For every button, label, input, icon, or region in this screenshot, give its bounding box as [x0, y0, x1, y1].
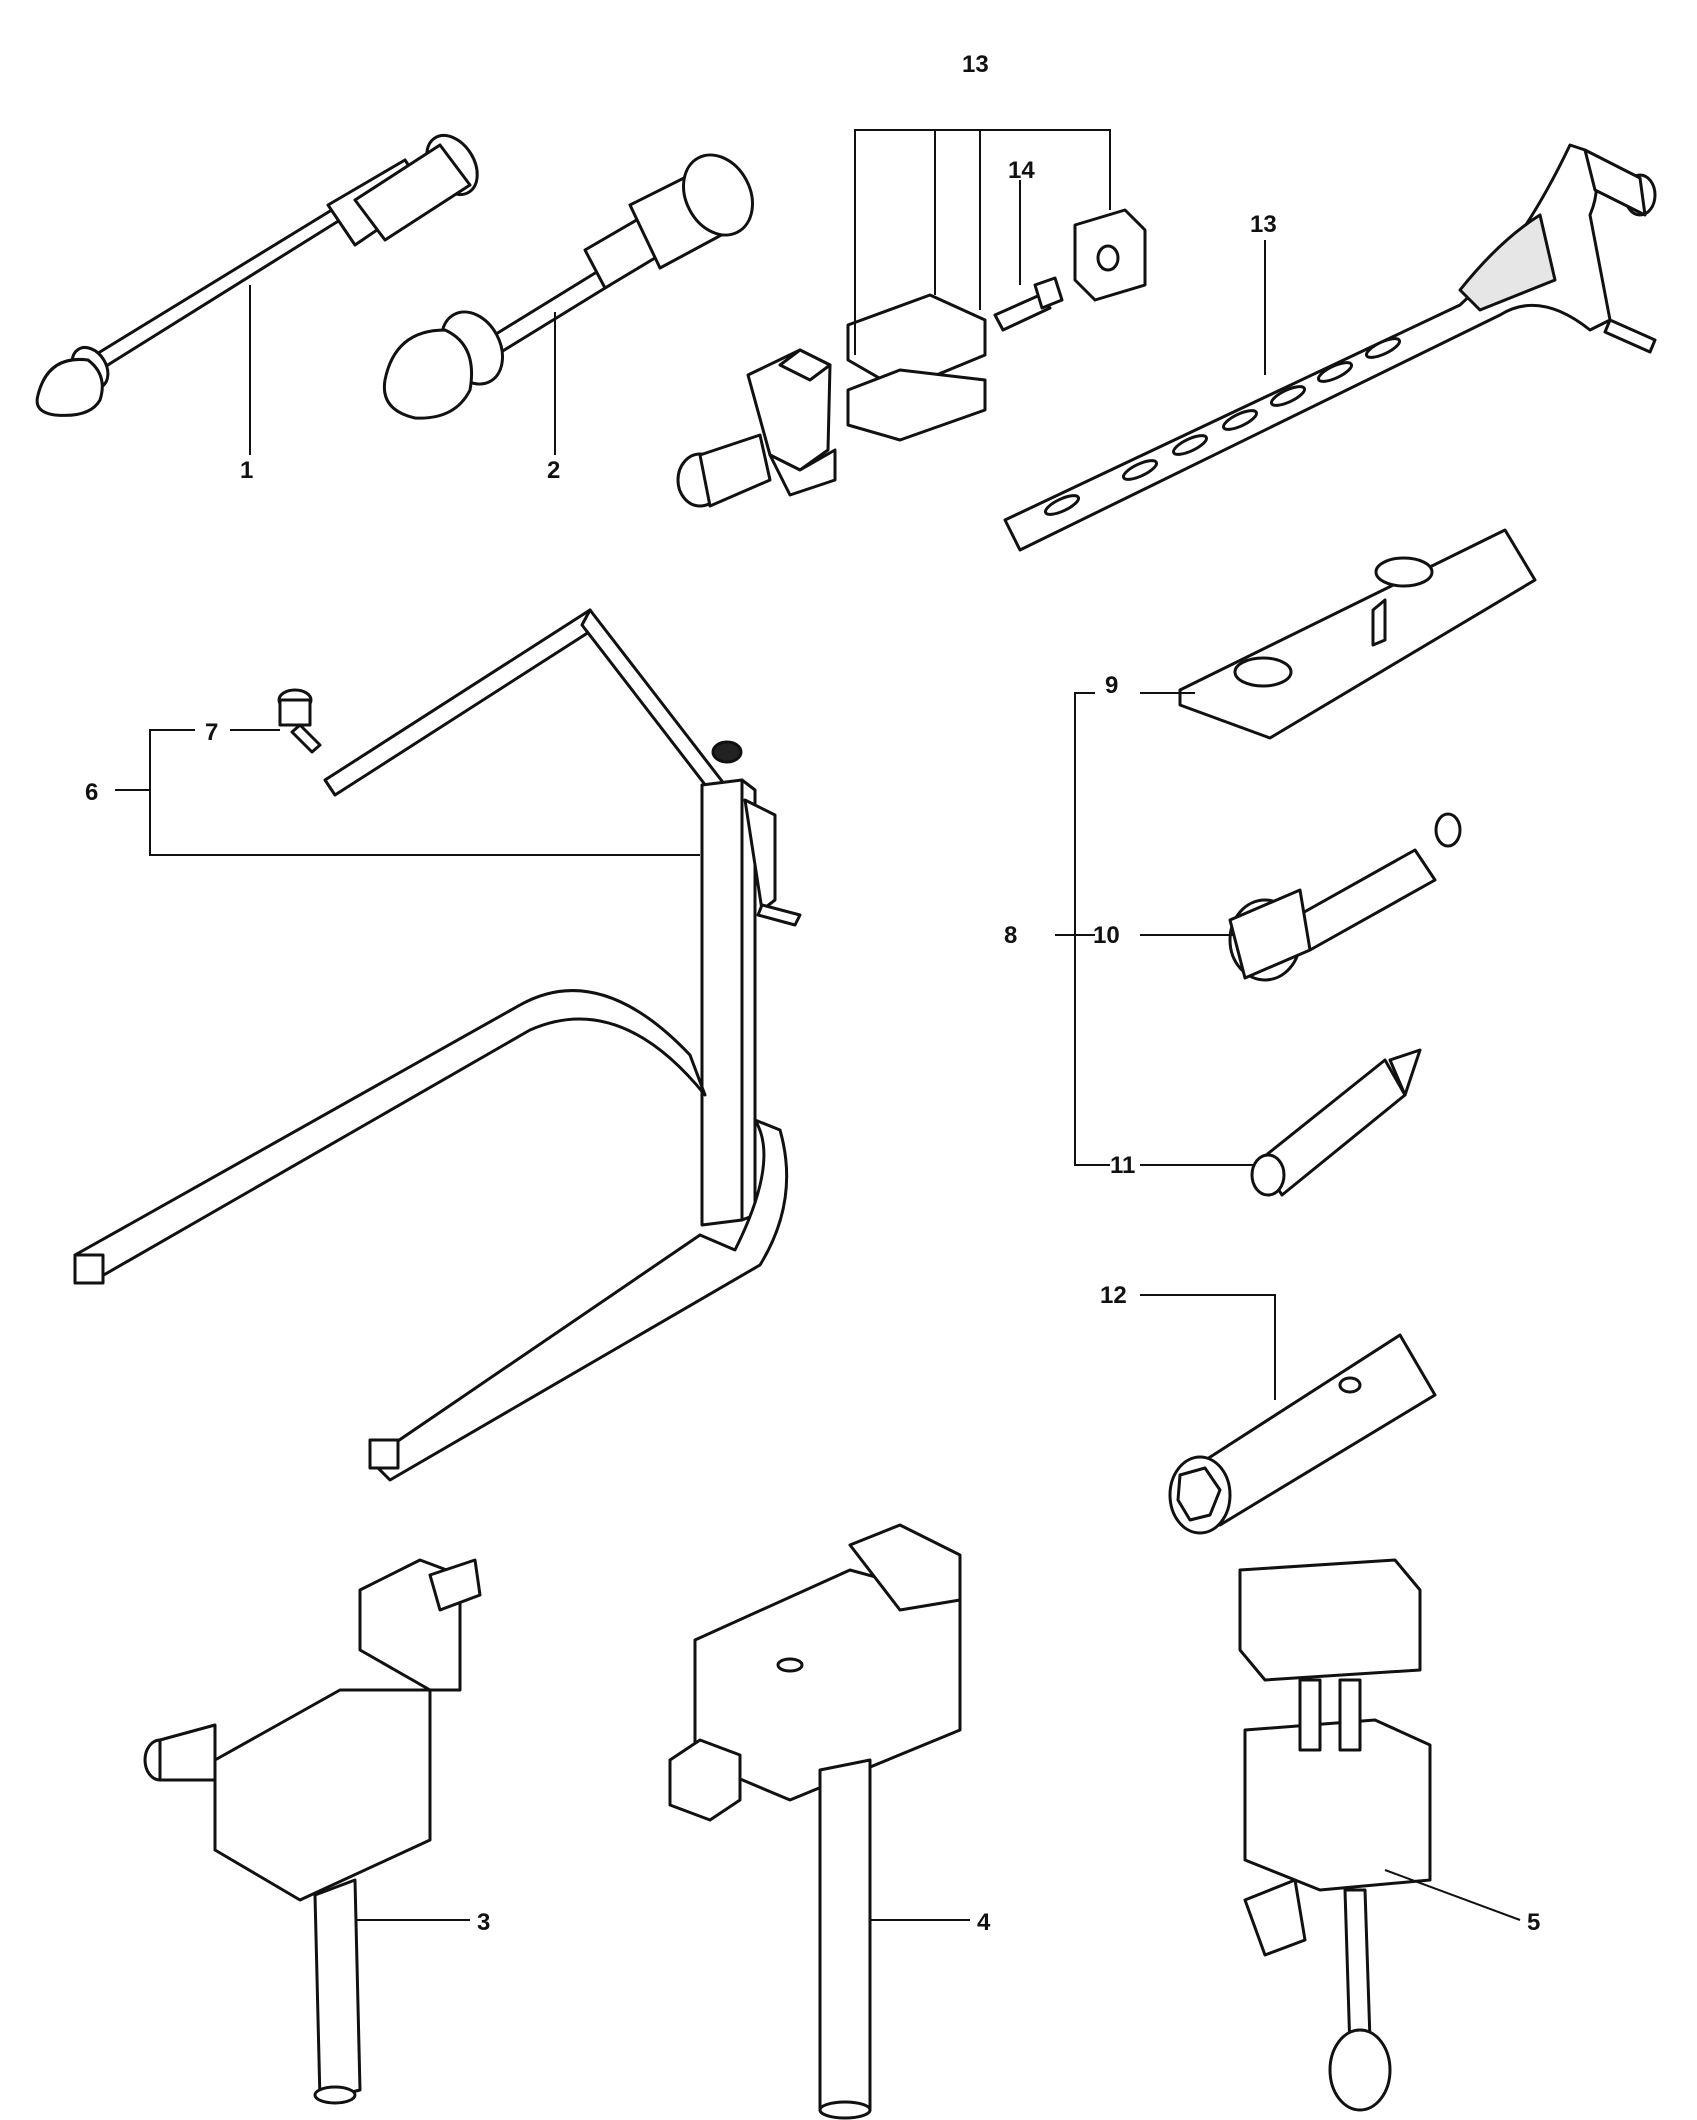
- part-7-knob-screw: [277, 688, 322, 754]
- callout-13-top: 13: [962, 51, 989, 78]
- callout-3: 3: [477, 1909, 490, 1936]
- callout-11: 11: [1110, 1152, 1135, 1179]
- callout-9: 9: [1105, 672, 1118, 699]
- callout-6: 6: [85, 779, 98, 806]
- part-11-drift-pin: [1250, 1048, 1422, 1197]
- callout-13-right: 13: [1250, 211, 1277, 238]
- part-2-drift-tool: [382, 153, 754, 420]
- part-3-chain-tool: [143, 1558, 482, 2105]
- part-13-lever-bracket: [1003, 143, 1657, 552]
- part-1-drift-tool: [35, 133, 479, 417]
- leader-lines: [115, 129, 1521, 1921]
- part-6-paddock-stand: [73, 608, 802, 1482]
- callout-4: 4: [977, 1909, 991, 1936]
- part-13-holder-assembly: [676, 208, 1147, 508]
- part-5-rivet-tool: [1238, 1558, 1432, 2112]
- callout-labels: 1 2 3 4 5 6 7 8 9 10 11 12 13 13 14: [85, 51, 1540, 1936]
- callout-5: 5: [1527, 1909, 1540, 1936]
- part-9-base-plate: [1178, 528, 1537, 740]
- part-4-threaded-press: [668, 1523, 962, 2120]
- callout-7: 7: [205, 719, 218, 746]
- callout-10: 10: [1093, 922, 1120, 949]
- part-10-puller: [1228, 812, 1462, 982]
- callout-1: 1: [240, 457, 253, 484]
- part-12-socket-wrench: [1168, 1333, 1437, 1535]
- callout-12: 12: [1100, 1282, 1127, 1309]
- callout-14: 14: [1008, 157, 1035, 184]
- callout-2: 2: [547, 457, 560, 484]
- part-14-pin: [993, 276, 1064, 332]
- callout-8: 8: [1004, 922, 1017, 949]
